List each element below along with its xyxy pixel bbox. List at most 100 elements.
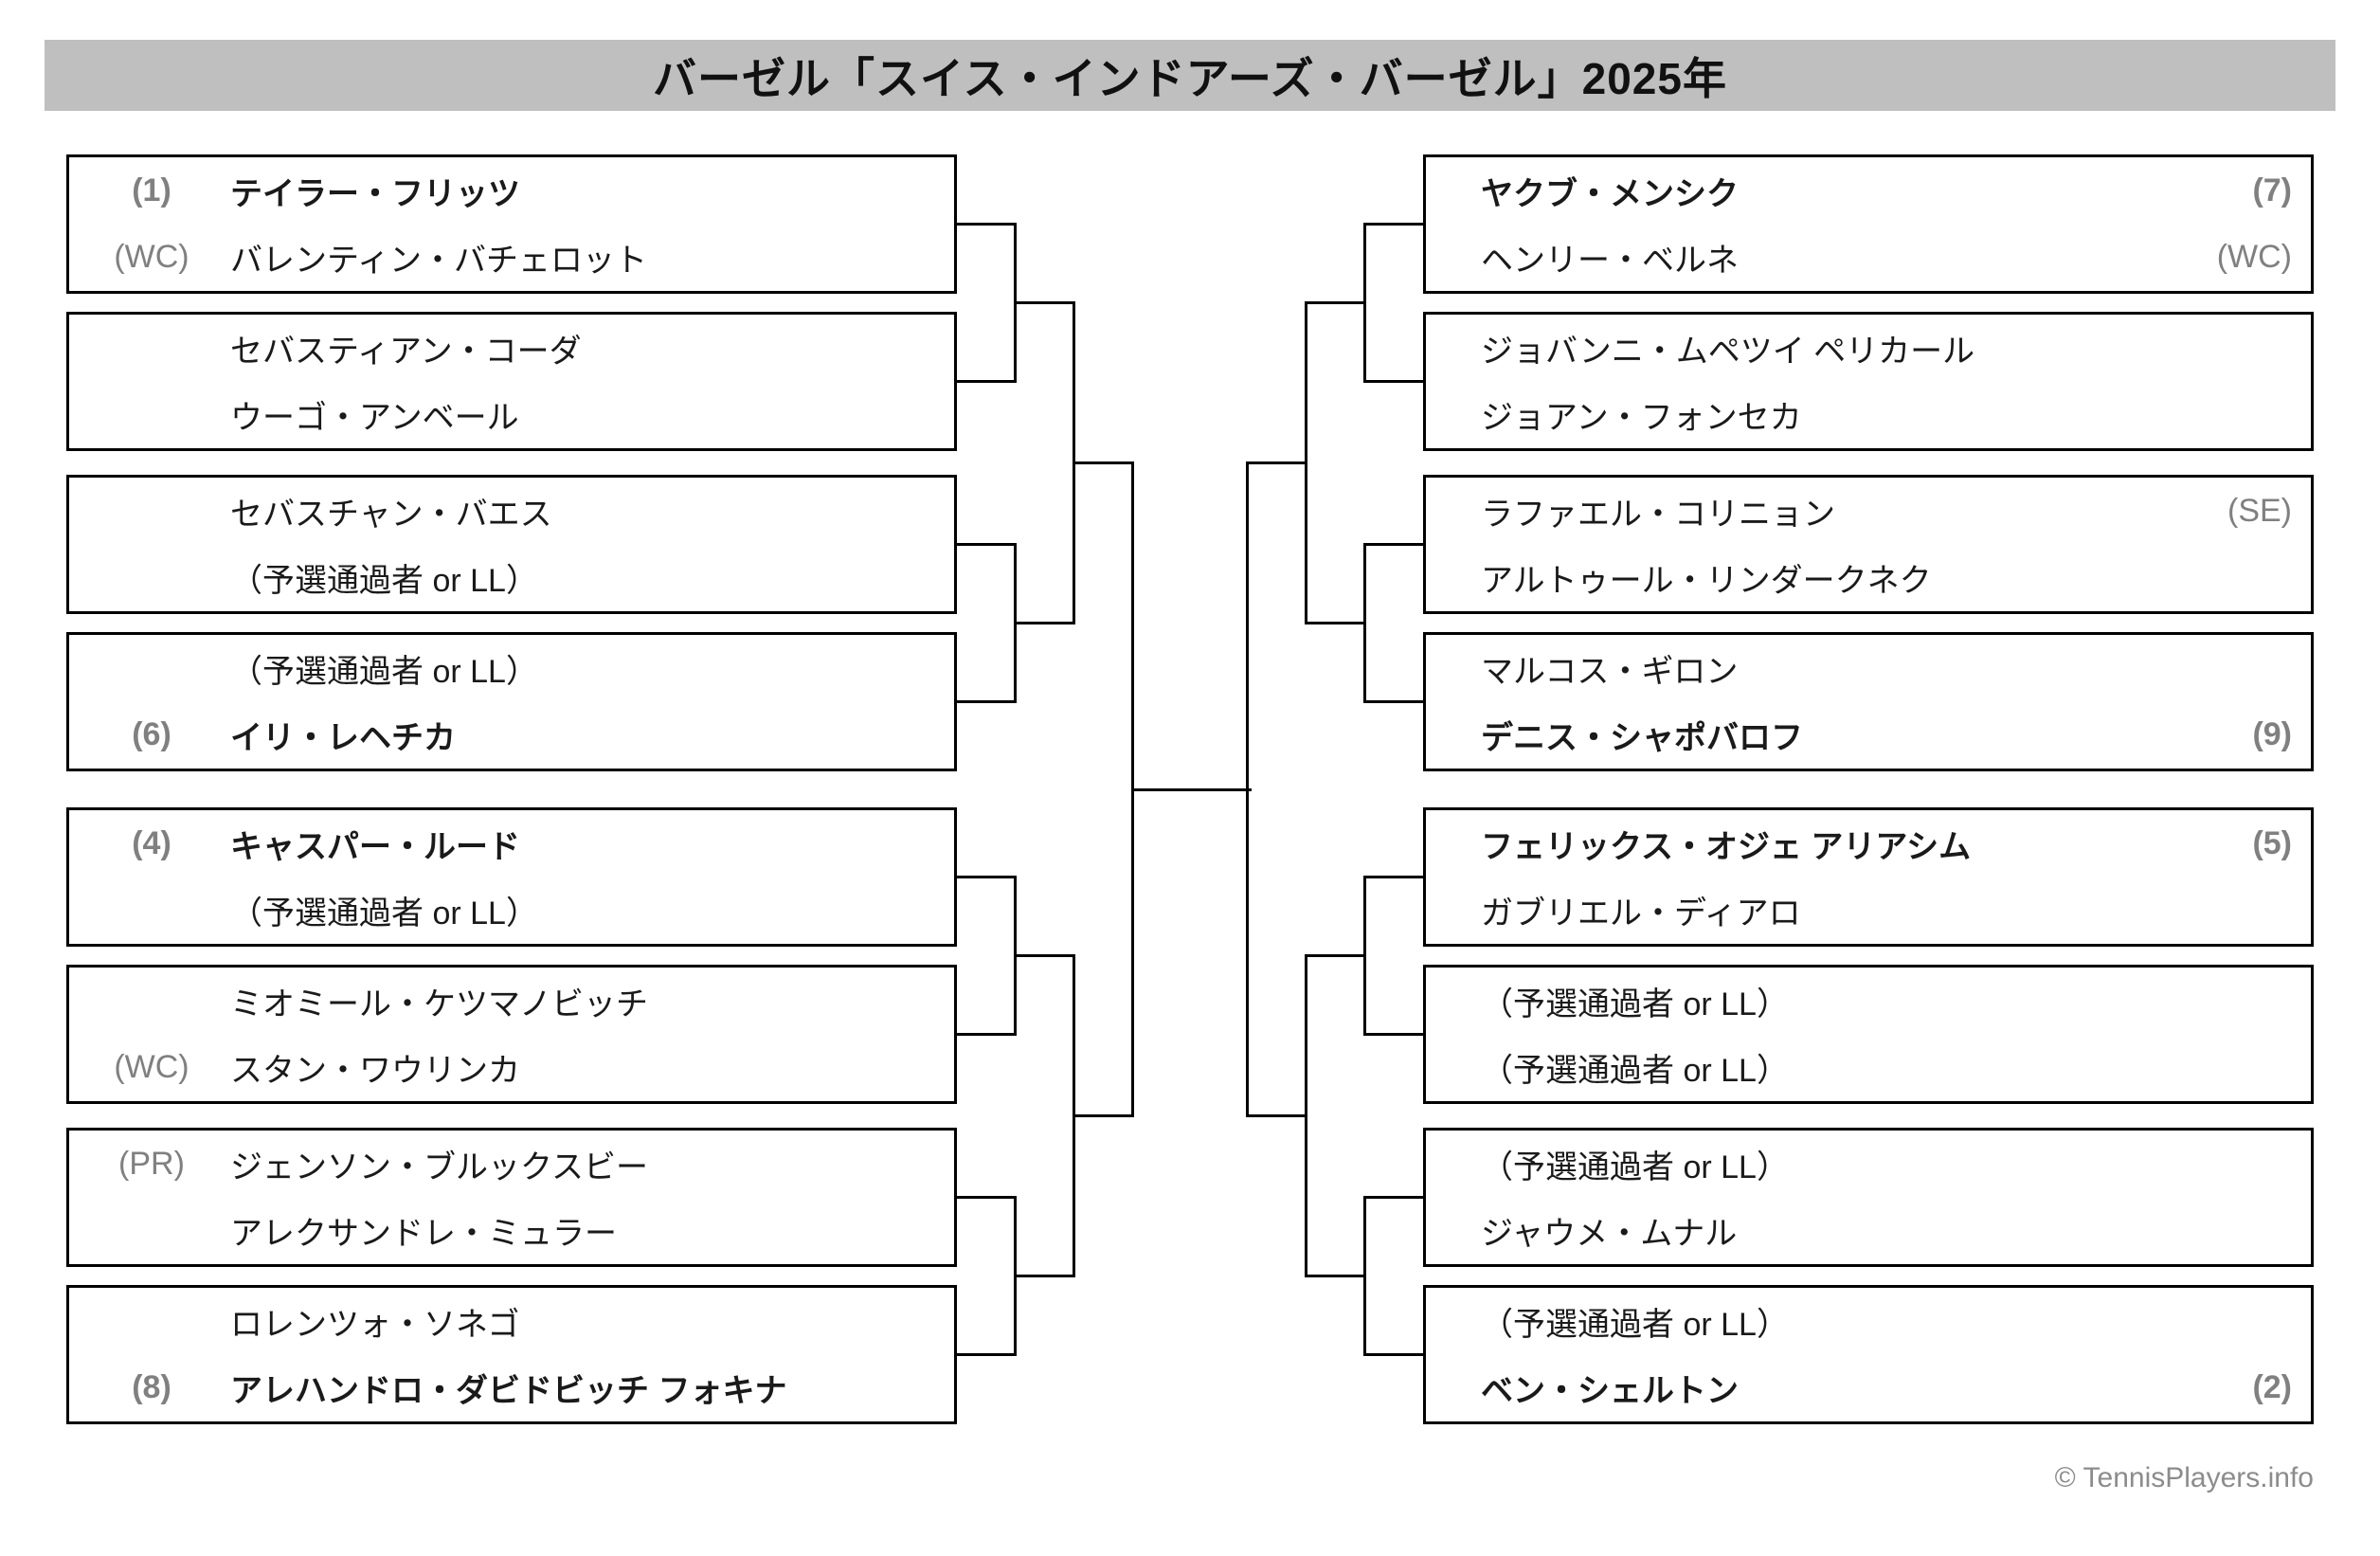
player-row: ミオミール・ケツマノビッチ [69, 968, 954, 1035]
player-row: （予選通過者 or LL） [69, 545, 954, 612]
qualifier-placeholder: （予選通過者 or LL） [230, 563, 538, 600]
bracket-connector-line [1014, 301, 1075, 304]
player-name: ジョバンニ・ムペツイ ペリカール [1481, 333, 1975, 370]
player-row: セバスチャン・バエス [69, 478, 954, 545]
match-box: （予選通過者 or LL） (6) イリ・レヘチカ [66, 632, 957, 771]
player-row: ジョアン・フォンセカ [1426, 382, 2311, 449]
bracket-connector-line [1131, 787, 1252, 791]
player-name: テイラー・フリッツ [230, 175, 520, 212]
player-row: (4) キャスパー・ルード [69, 810, 954, 878]
entry-tag: (WC) [114, 239, 189, 276]
player-row: マルコス・ギロン [1426, 635, 2311, 702]
player-row: ヘンリー・ベルネ (WC) [1426, 225, 2311, 292]
player-name: セバスティアン・コーダ [230, 333, 582, 370]
player-row: （予選通過者 or LL） [1426, 1035, 2311, 1102]
entry-tag: (PR) [118, 1145, 185, 1182]
player-row: セバスティアン・コーダ [69, 315, 954, 382]
bracket-connector-line [1366, 543, 1423, 546]
player-row: ヤクブ・メンシク (7) [1426, 157, 2311, 225]
seed-tag: (5) [2252, 824, 2292, 861]
player-row: アルトゥール・リンダークネク [1426, 545, 2311, 612]
player-row: （予選通過者 or LL） [69, 635, 954, 702]
bracket-connector-line [1307, 1275, 1366, 1277]
seed-tag: (9) [2252, 716, 2292, 753]
player-name: ラファエル・コリニョン [1481, 496, 1835, 533]
seed-tag: (2) [2252, 1369, 2292, 1406]
player-row: フェリックス・オジェ アリアシム (5) [1426, 810, 2311, 878]
match-box: ラファエル・コリニョン (SE) アルトゥール・リンダークネク [1423, 475, 2314, 614]
bracket-connector-line [957, 700, 1017, 703]
bracket-connector-line [1366, 1196, 1423, 1199]
bracket-connector-line [1307, 301, 1366, 304]
player-name: アレクサンドレ・ミュラー [230, 1216, 617, 1253]
player-name: アルトゥール・リンダークネク [1481, 563, 1932, 600]
match-box: ロレンツォ・ソネゴ (8) アレハンドロ・ダビドビッチ フォキナ [66, 1285, 957, 1424]
bracket-connector-line [1073, 461, 1134, 464]
player-row: （予選通過者 or LL） [69, 878, 954, 945]
player-name: イリ・レヘチカ [230, 720, 456, 757]
bracket-connector-line [1014, 622, 1075, 624]
bracket-connector-line [1366, 1033, 1423, 1036]
copyright: © TennisPlayers.info [2054, 1462, 2314, 1493]
match-box: ヤクブ・メンシク (7) ヘンリー・ベルネ (WC) [1423, 154, 2314, 294]
qualifier-placeholder: （予選通過者 or LL） [1481, 1149, 1789, 1185]
player-row: ジャウメ・ムナル [1426, 1198, 2311, 1265]
match-box: セバスティアン・コーダ ウーゴ・アンベール [66, 312, 957, 451]
player-name: ジェンソン・ブルックスビー [230, 1149, 648, 1185]
qualifier-placeholder: （予選通過者 or LL） [1481, 1306, 1789, 1343]
player-row: （予選通過者 or LL） [1426, 968, 2311, 1035]
match-box: フェリックス・オジェ アリアシム (5) ガブリエル・ディアロ [1423, 807, 2314, 947]
bracket-connector-line [1366, 1353, 1423, 1356]
player-row: (WC) バレンティン・バチェロット [69, 225, 954, 292]
player-row: ガブリエル・ディアロ [1426, 878, 2311, 945]
qualifier-placeholder: （予選通過者 or LL） [1481, 1053, 1789, 1090]
player-row: ラファエル・コリニョン (SE) [1426, 478, 2311, 545]
match-box: （予選通過者 or LL） ベン・シェルトン (2) [1423, 1285, 2314, 1424]
match-box: (4) キャスパー・ルード （予選通過者 or LL） [66, 807, 957, 947]
player-row: ウーゴ・アンベール [69, 382, 954, 449]
player-name: フェリックス・オジェ アリアシム [1481, 828, 1972, 865]
seed-tag: (8) [132, 1369, 171, 1406]
player-name: スタン・ワウリンカ [230, 1053, 520, 1090]
player-row: (WC) スタン・ワウリンカ [69, 1035, 954, 1102]
player-row: (1) テイラー・フリッツ [69, 157, 954, 225]
player-row: ロレンツォ・ソネゴ [69, 1288, 954, 1355]
match-box: （予選通過者 or LL） ジャウメ・ムナル [1423, 1128, 2314, 1267]
bracket-connector-line [957, 223, 1017, 226]
match-box: (1) テイラー・フリッツ (WC) バレンティン・バチェロット [66, 154, 957, 294]
player-name: ジョアン・フォンセカ [1481, 400, 1802, 437]
bracket-connector-line [1073, 1114, 1134, 1117]
player-name: ヤクブ・メンシク [1481, 175, 1739, 212]
player-name: マルコス・ギロン [1481, 653, 1739, 690]
match-box: セバスチャン・バエス （予選通過者 or LL） [66, 475, 957, 614]
player-name: アレハンドロ・ダビドビッチ フォキナ [230, 1373, 787, 1410]
bracket-connector-line [1307, 954, 1366, 957]
seed-tag: (6) [132, 716, 171, 753]
bracket-connector-line [1366, 876, 1423, 878]
match-box: ジョバンニ・ムペツイ ペリカール ジョアン・フォンセカ [1423, 312, 2314, 451]
seed-tag: (1) [132, 172, 171, 208]
player-name: ガブリエル・ディアロ [1481, 896, 1801, 932]
player-name: ウーゴ・アンベール [230, 400, 519, 437]
bracket-connector-line [1366, 700, 1423, 703]
match-box: マルコス・ギロン デニス・シャポバロフ (9) [1423, 632, 2314, 771]
player-row: (8) アレハンドロ・ダビドビッチ フォキナ [69, 1355, 954, 1422]
player-name: ロレンツォ・ソネゴ [230, 1306, 520, 1343]
player-name: バレンティン・バチェロット [230, 243, 647, 280]
player-row: ベン・シェルトン (2) [1426, 1355, 2311, 1422]
bracket-connector-line [1249, 1114, 1307, 1117]
bracket-connector-line [1014, 954, 1075, 957]
player-row: ジョバンニ・ムペツイ ペリカール [1426, 315, 2311, 382]
qualifier-placeholder: （予選通過者 or LL） [1481, 986, 1789, 1022]
bracket-connector-line [957, 1353, 1017, 1356]
player-name: ジャウメ・ムナル [1481, 1216, 1738, 1253]
entry-tag: (WC) [2216, 239, 2292, 276]
bracket-connector-line [957, 380, 1017, 383]
match-box: （予選通過者 or LL） （予選通過者 or LL） [1423, 965, 2314, 1104]
bracket-connector-line [1014, 1275, 1075, 1277]
player-row: アレクサンドレ・ミュラー [69, 1198, 954, 1265]
bracket-connector-line [1366, 380, 1423, 383]
seed-tag: (7) [2252, 172, 2292, 208]
player-row: （予選通過者 or LL） [1426, 1131, 2311, 1198]
bracket-connector-line [1366, 223, 1423, 226]
